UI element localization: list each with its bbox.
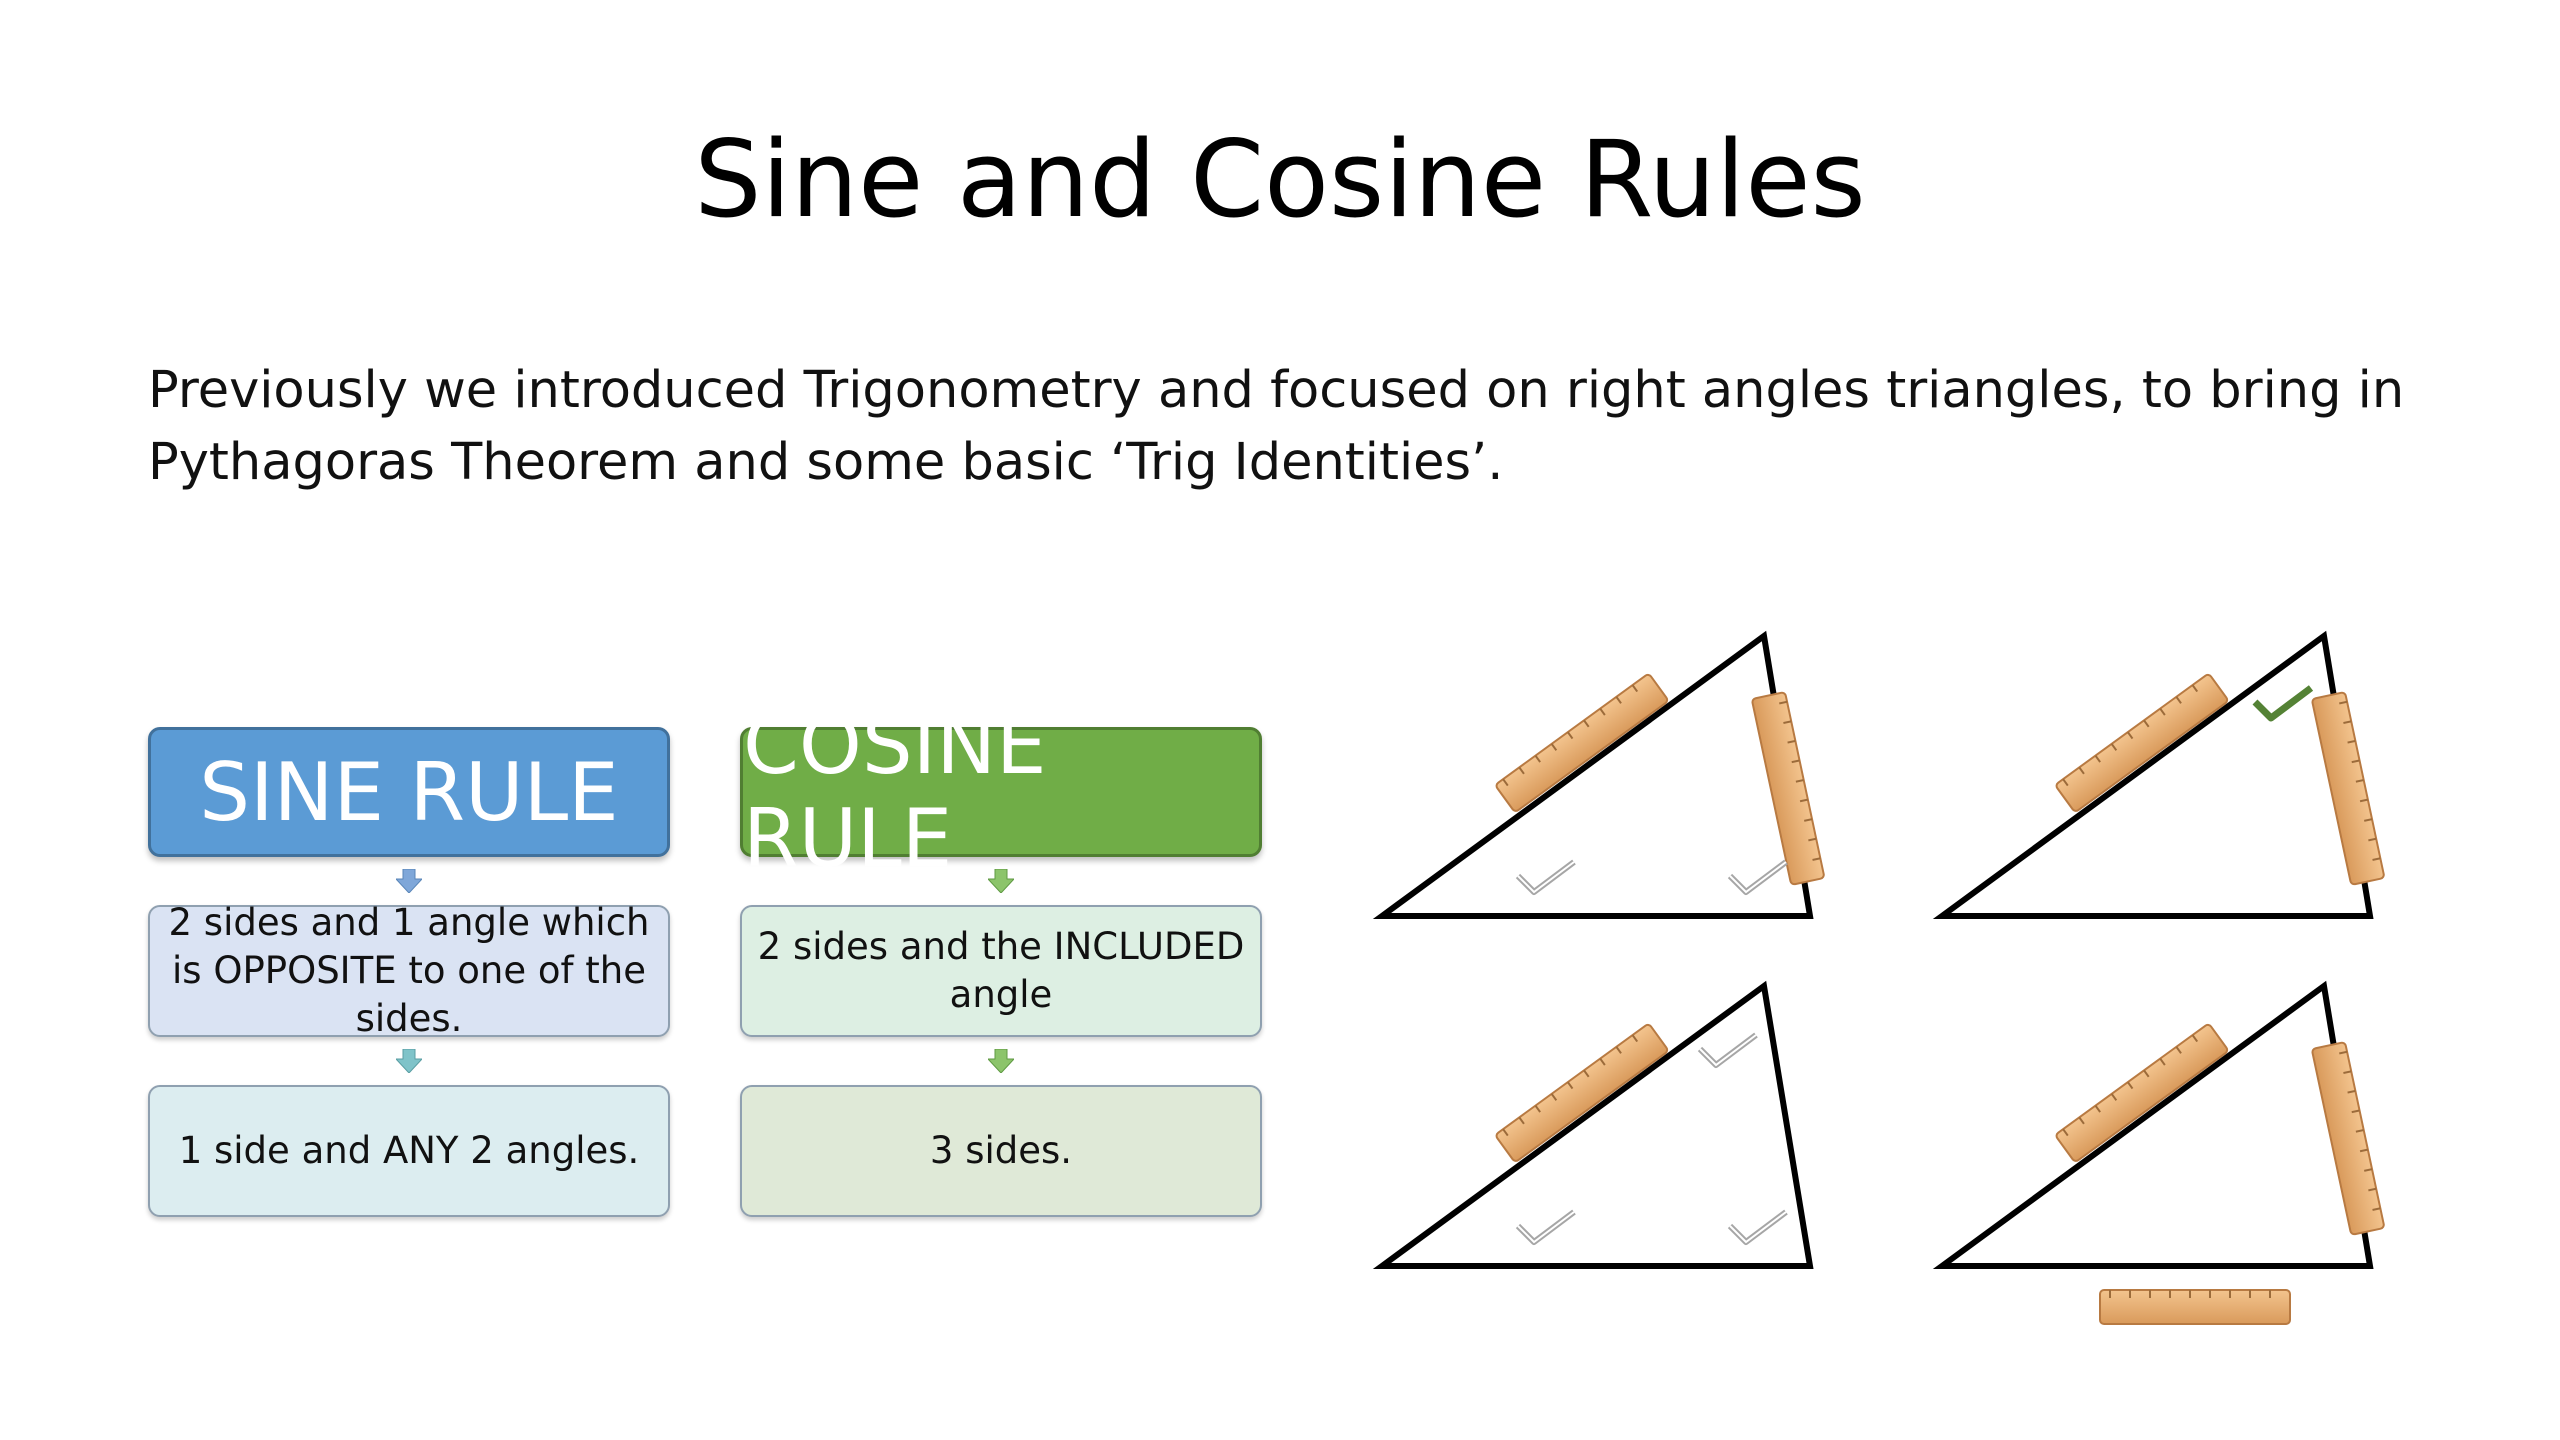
down-arrow-icon bbox=[740, 857, 1262, 905]
cosine-rule-case-2: 3 sides. bbox=[740, 1085, 1262, 1217]
down-arrow-icon bbox=[740, 1037, 1262, 1085]
ruler-icon bbox=[2054, 1022, 2230, 1164]
sine-rule-column: SINE RULE 2 sides and 1 angle which is O… bbox=[148, 727, 670, 1217]
check-icon bbox=[2255, 688, 2311, 718]
ruler-icon bbox=[2099, 1289, 2291, 1325]
down-arrow-icon bbox=[148, 1037, 670, 1085]
cosine-rule-header: COSINE RULE bbox=[740, 699, 1262, 885]
sine-rule-case-1: 2 sides and 1 angle which is OPPOSITE to… bbox=[148, 901, 670, 1040]
triangle-diagram-3 bbox=[1382, 986, 1810, 1266]
ruler-icon bbox=[1494, 672, 1670, 814]
slide-title: Sine and Cosine Rules bbox=[694, 118, 1866, 241]
triangle-diagram-4 bbox=[1942, 986, 2386, 1325]
check-icon bbox=[1518, 1212, 1574, 1242]
intro-line-2: Pythagoras Theorem and some basic ‘Trig … bbox=[148, 433, 1504, 492]
ruler-icon bbox=[1750, 691, 1826, 886]
ruler-icon bbox=[2310, 1041, 2386, 1236]
ruler-icon bbox=[1494, 1022, 1670, 1164]
check-icon bbox=[1730, 1212, 1786, 1242]
intro-text: Previously we introduced Trigonometry an… bbox=[148, 355, 2448, 499]
triangle-icon bbox=[1382, 636, 1810, 916]
triangle-icon bbox=[1382, 986, 1810, 1266]
triangle-diagram-1 bbox=[1382, 636, 1826, 916]
cosine-rule-case-1: 2 sides and the INCLUDED angle bbox=[740, 905, 1262, 1037]
ruler-icon bbox=[2054, 672, 2230, 814]
check-icon bbox=[1700, 1035, 1756, 1065]
down-arrow-icon bbox=[148, 857, 670, 905]
check-icon bbox=[1518, 862, 1574, 892]
sine-rule-header: SINE RULE bbox=[148, 727, 670, 857]
ruler-icon bbox=[2310, 691, 2386, 886]
triangle-diagram-2 bbox=[1942, 636, 2386, 916]
cosine-rule-column: COSINE RULE 2 sides and the INCLUDED ang… bbox=[740, 699, 1262, 1217]
triangle-icon bbox=[1942, 986, 2370, 1266]
check-icon bbox=[1730, 862, 1786, 892]
intro-line-1: Previously we introduced Trigonometry an… bbox=[148, 361, 2405, 420]
triangle-diagrams bbox=[1370, 600, 2386, 1325]
triangle-icon bbox=[1942, 636, 2370, 916]
sine-rule-case-2: 1 side and ANY 2 angles. bbox=[148, 1085, 670, 1217]
